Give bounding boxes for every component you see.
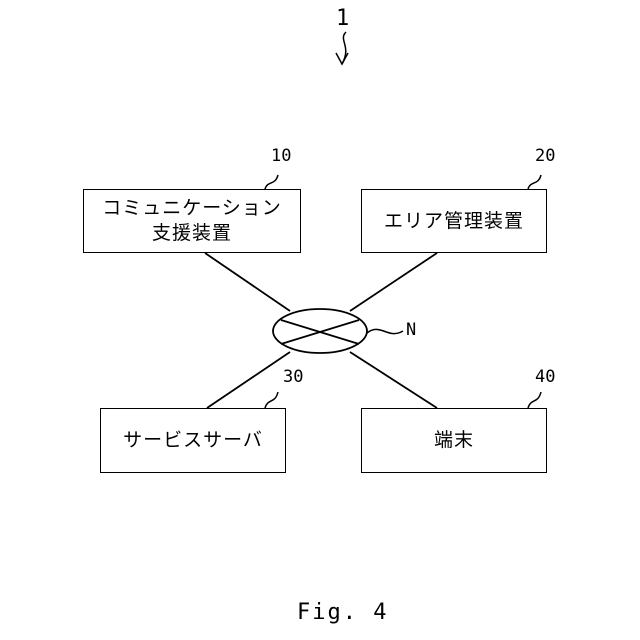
figure-number: 1	[336, 6, 349, 31]
link-terminal	[350, 352, 437, 408]
comm-support-device-box: コミュニケーション 支援装置	[83, 189, 301, 253]
service-server-box: サービスサーバ	[100, 408, 286, 473]
terminal-box: 端末	[361, 408, 547, 473]
link-area-mgmt	[350, 253, 437, 311]
ref-40: 40	[535, 367, 555, 387]
link-service-server	[207, 352, 290, 408]
ref-10: 10	[271, 146, 291, 166]
service-server-label: サービスサーバ	[123, 428, 263, 453]
ref-20: 20	[535, 146, 555, 166]
leader-network	[367, 329, 403, 333]
figure-caption: Fig. 4	[297, 600, 388, 625]
leader-10	[265, 175, 278, 189]
ref-30: 30	[283, 367, 303, 387]
network-symbol	[273, 309, 367, 353]
comm-support-device-label: コミュニケーション 支援装置	[102, 196, 282, 246]
network-label: N	[406, 320, 416, 340]
link-comm-support	[205, 253, 290, 311]
leader-30	[265, 392, 278, 408]
terminal-label: 端末	[434, 428, 474, 453]
leader-20	[528, 175, 541, 189]
area-management-device-box: エリア管理装置	[361, 189, 547, 253]
leader-40	[528, 392, 541, 408]
area-management-device-label: エリア管理装置	[384, 209, 524, 234]
